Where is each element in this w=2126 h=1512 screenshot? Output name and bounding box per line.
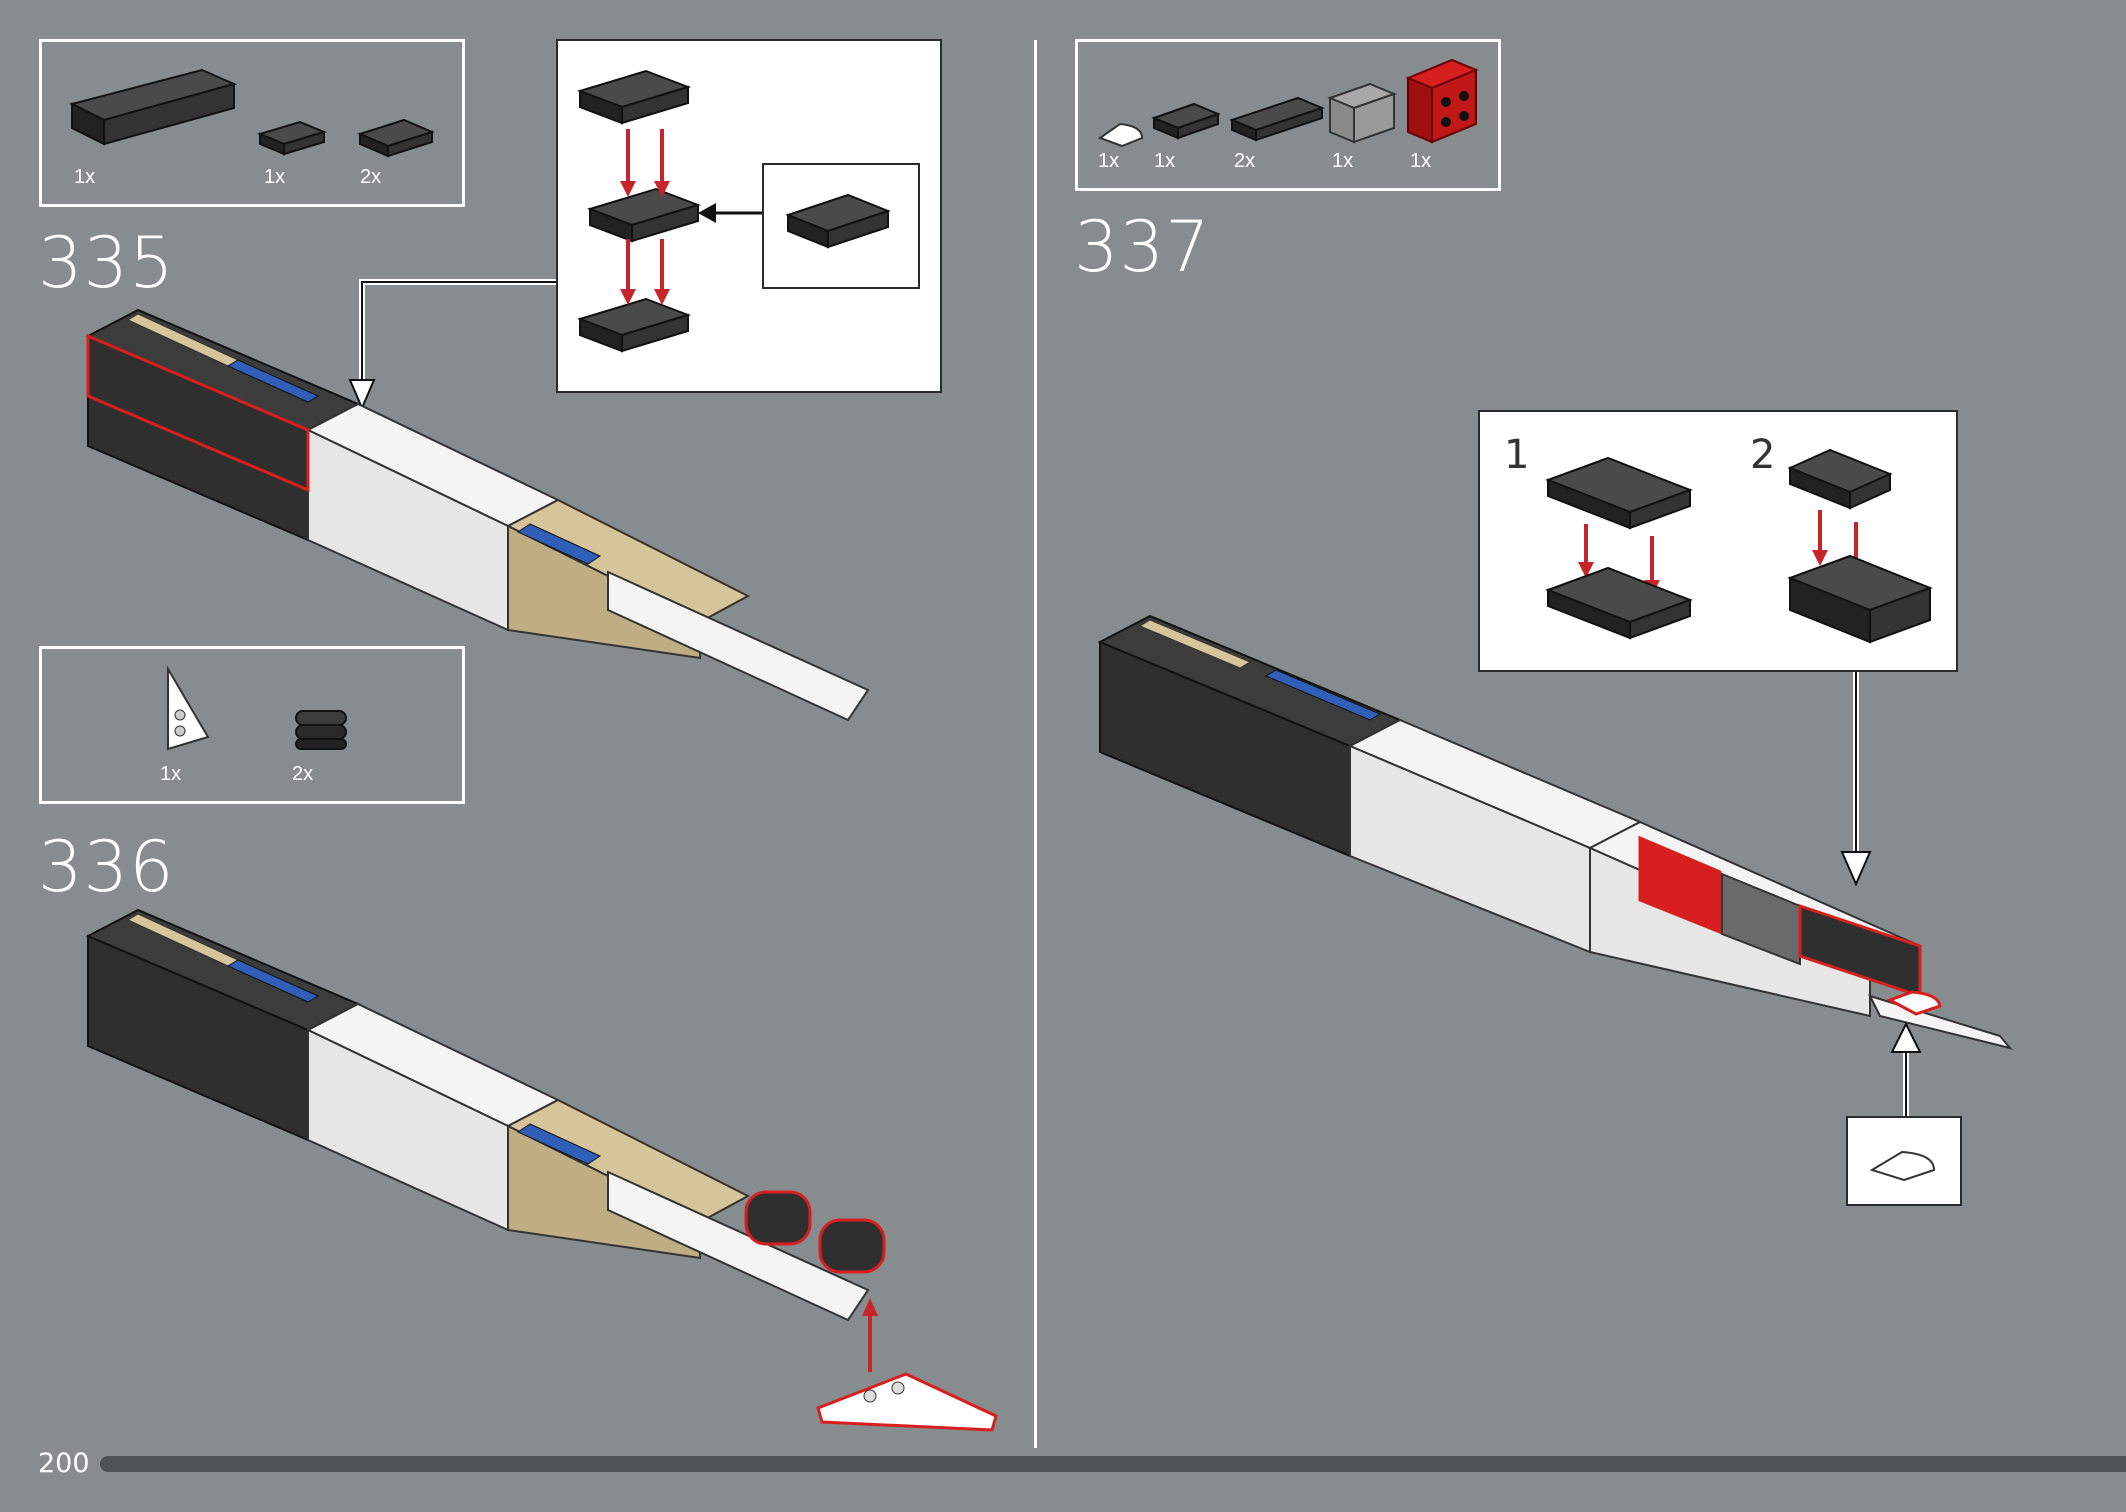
part-gray-brick-1x2 <box>1327 82 1397 144</box>
substep-number: 1 <box>1504 432 1530 478</box>
sub-plate-top <box>576 69 692 125</box>
part-black-plate-1x2 <box>257 120 327 156</box>
substep-number: 2 <box>1750 432 1776 478</box>
part-qty: 2x <box>1234 150 1256 172</box>
part-black-round-plate <box>295 710 347 750</box>
model-assembly-336 <box>85 908 886 1322</box>
part-qty: 1x <box>74 166 96 188</box>
part-qty: 1x <box>160 763 182 785</box>
substep-1-plates <box>1545 456 1693 640</box>
step-335-subassembly-callout <box>556 39 942 393</box>
arrow-up-icon <box>1890 1021 1922 1120</box>
progress-bar <box>100 1456 2126 1472</box>
step-number: 335 <box>38 222 175 304</box>
step-number: 336 <box>38 826 175 908</box>
part-qty: 2x <box>292 763 314 785</box>
step-337-parts-box: 1x 1x 2x 1x 1x <box>1075 39 1501 191</box>
arrow-left-icon <box>698 203 766 223</box>
arrow-up-icon <box>862 1298 878 1372</box>
arrow-down-icon <box>1840 672 1872 887</box>
step-336-parts-box: 1x 2x <box>39 646 465 804</box>
arrow-down-icon <box>620 129 670 305</box>
part-white-quarter-tile <box>1097 122 1144 148</box>
substep-2-plates <box>1787 448 1933 644</box>
part-red-bracket <box>1405 58 1479 144</box>
part-qty: 2x <box>360 166 382 188</box>
inset-plate <box>785 193 891 249</box>
part-black-plate-1x4 <box>1229 96 1325 142</box>
part-qty: 1x <box>1332 150 1354 172</box>
step-337-substeps-callout: 1 2 <box>1478 410 1958 672</box>
page-number: 200 <box>38 1448 90 1479</box>
part-black-plate-1x2-337 <box>1151 102 1221 140</box>
model-assembly-335 <box>85 308 870 722</box>
part-white-quarter-tile-inset <box>1869 1150 1936 1182</box>
part-white-wedge-incoming <box>816 1372 998 1432</box>
sub-plate-bottom <box>576 297 692 353</box>
part-qty: 1x <box>1410 150 1432 172</box>
page-divider <box>1034 40 1037 1448</box>
part-qty: 1x <box>1098 150 1120 172</box>
callout-connector <box>348 279 556 411</box>
quarter-tile-callout <box>1846 1116 1962 1206</box>
part-black-brick-1x6 <box>69 68 237 146</box>
step-335-parts-box: 1x 1x 2x <box>39 39 465 207</box>
sub-plate-mid <box>586 187 702 243</box>
part-qty: 1x <box>264 166 286 188</box>
part-black-jumper-plate <box>357 118 435 158</box>
step-number: 337 <box>1074 206 1211 288</box>
part-white-wedge-plate <box>167 665 210 751</box>
inset-part-box <box>762 163 920 289</box>
model-assembly-337 <box>1097 614 2013 1050</box>
part-qty: 1x <box>1154 150 1176 172</box>
